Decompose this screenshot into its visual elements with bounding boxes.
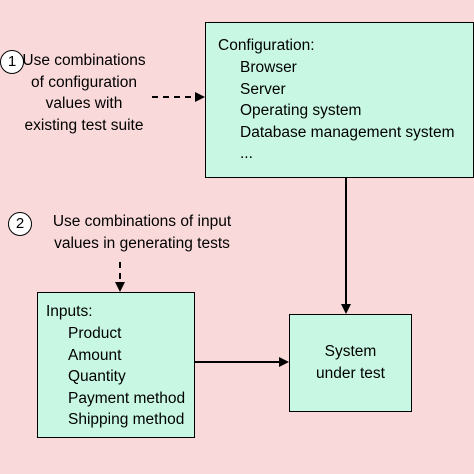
note-1: Use combinations of configuration values… — [17, 50, 151, 136]
note-1-line: existing test suite — [24, 116, 144, 134]
system-under-test-box: System under test — [289, 314, 412, 412]
inputs-item: Product — [68, 325, 122, 342]
configuration-item: Browser — [240, 59, 297, 76]
step-number-1-badge: 1 — [0, 50, 24, 74]
note-2-line: Use combinations of input — [52, 213, 232, 230]
configuration-item: Server — [240, 80, 286, 98]
step-number-2-badge: 2 — [8, 212, 32, 236]
configuration-item: Operating system — [240, 102, 362, 119]
inputs-title: Inputs: — [46, 303, 93, 320]
note-2: Use combinations of input values in gene… — [37, 211, 247, 254]
system-under-test-label: System under test — [301, 341, 401, 385]
configuration-item: ... — [240, 145, 253, 162]
system-label-line: System — [324, 343, 377, 360]
configuration-title: Configuration: — [218, 37, 315, 54]
inputs-item: Payment method — [68, 389, 186, 407]
inputs-item: Quantity — [68, 368, 126, 385]
inputs-item: Shipping method — [68, 411, 185, 428]
configuration-box: Configuration: Browser Server Operating … — [205, 22, 474, 178]
inputs-item: Amount — [68, 346, 122, 364]
system-label-line: under test — [316, 365, 385, 382]
note-1-line: Use combinations — [22, 52, 146, 69]
inputs-box: Inputs: Product Amount Quantity Payment … — [37, 292, 195, 438]
note-2-line: values in generating tests — [54, 234, 230, 252]
note-1-line: of configuration — [31, 73, 137, 91]
note-1-line: values with — [45, 95, 123, 112]
configuration-item: Database management system — [240, 123, 455, 141]
